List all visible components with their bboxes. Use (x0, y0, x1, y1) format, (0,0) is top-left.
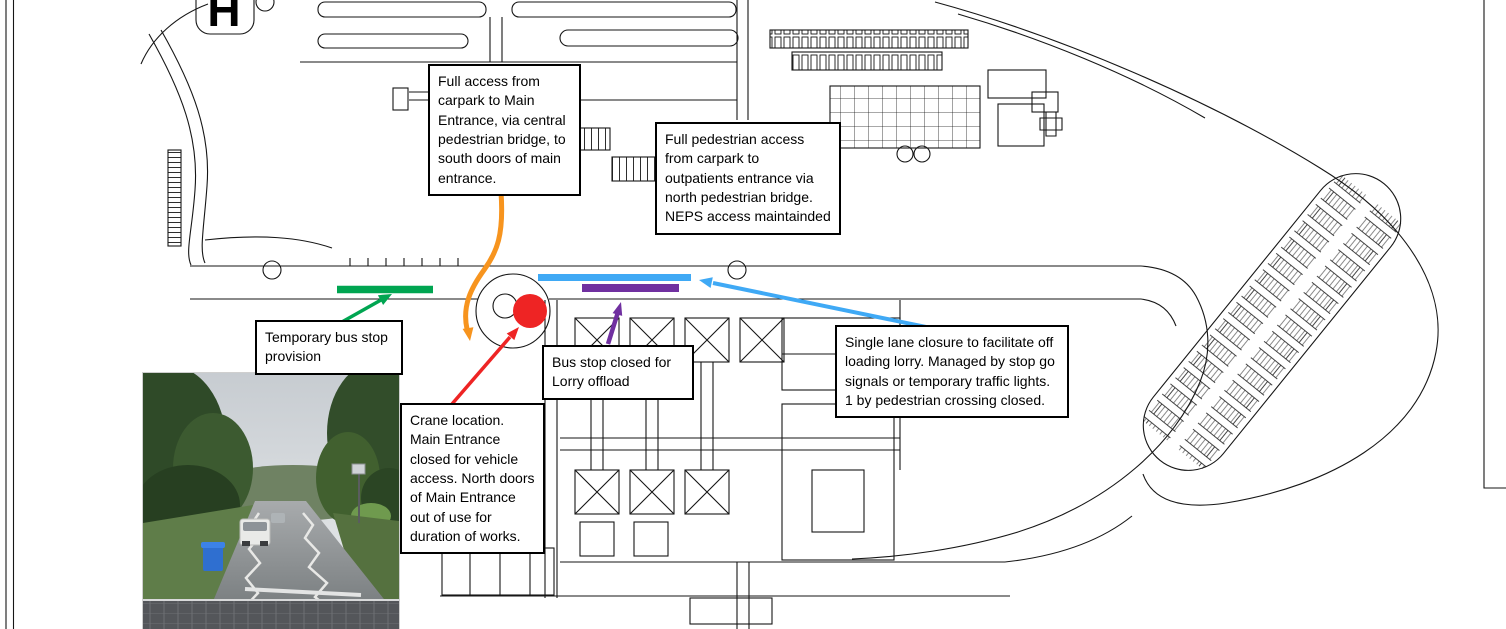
carpark-route-arrow (463, 191, 505, 330)
roundabout (475, 273, 551, 349)
distant-car (271, 513, 285, 523)
bus-stop-closed-arrow (605, 311, 621, 345)
temporary-bus-stop-arrowhead (377, 294, 392, 305)
right-trees (316, 373, 399, 529)
outpatients-block (829, 85, 981, 149)
street-photo (143, 373, 399, 629)
east-carpark (1141, 173, 1403, 471)
lane-closure-arrow (712, 281, 927, 329)
west-road (148, 33, 197, 266)
road-sign (351, 463, 366, 523)
note-bus-stop-closed: Bus stop closed for Lorry offload (542, 345, 694, 400)
note-temporary-bus-stop: Temporary bus stop provision (255, 320, 403, 375)
north-pedestrian-bridge (611, 156, 661, 182)
give-way-line (244, 587, 362, 597)
note-full-pedestrian-access: Full pedestrian access from carpark to o… (655, 122, 841, 235)
helipad-label: H (207, 0, 240, 36)
note-full-access: Full access from carpark to Main Entranc… (428, 64, 581, 196)
white-van (239, 518, 271, 546)
helipad-outline (195, 0, 255, 35)
crane-arrowhead (506, 327, 519, 341)
right-page-edge (1483, 0, 1506, 489)
street-photo-inset (142, 372, 400, 629)
brick-crossing (143, 601, 399, 629)
note-crane-location: Crane location. Main Entrance closed for… (400, 403, 545, 555)
note-single-lane-closure: Single lane closure to facilitate off lo… (835, 325, 1069, 419)
west-parking-strip (167, 149, 182, 247)
crane-location-dot (513, 294, 547, 328)
east-site-boundary (934, 1, 1439, 506)
carpark-route-arrowhead (462, 327, 474, 341)
bus-stop-closed-arrowhead (612, 302, 623, 316)
blue-bin (201, 542, 225, 571)
left-page-edge (5, 0, 15, 629)
lane-closure-arrowhead (699, 277, 713, 288)
crane-arrow (450, 335, 512, 406)
carpark-block (317, 1, 487, 18)
